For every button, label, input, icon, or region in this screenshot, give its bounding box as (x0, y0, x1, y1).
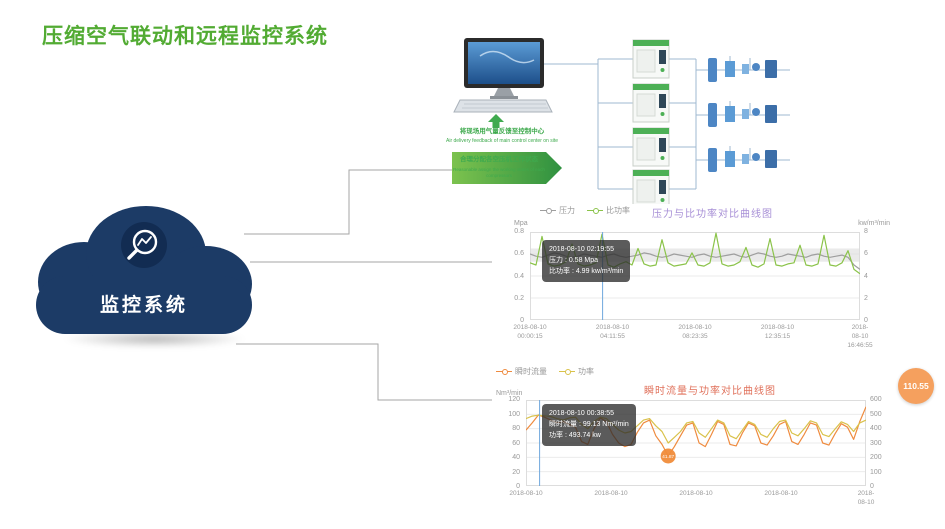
compressor-unit (632, 127, 670, 167)
monitoring-cloud: 监控系统 (26, 196, 296, 361)
cloud-label: 监控系统 (99, 295, 188, 316)
pipeline-unit (708, 101, 790, 127)
magnifier-chart-icon (121, 222, 167, 268)
peak-value-badge: 110.55 (898, 368, 934, 404)
legend-item-pressure[interactable]: 压力 (540, 205, 575, 216)
tooltip-time: 2018-08-10 02:19:55 (549, 246, 614, 253)
monitor-icon (464, 38, 544, 99)
tooltip-time: 2018-08-10 00:38:55 (549, 410, 614, 417)
tooltip-line: 比功率 : 4.99 kw/m³/min (549, 268, 624, 276)
legend-item-power[interactable]: 功率 (559, 366, 594, 377)
assign-banner-label-cn: 合理分配各空压机工作状态 (460, 156, 538, 163)
assign-banner (452, 152, 562, 184)
legend-item-specific-power[interactable]: 比功率 (587, 205, 630, 216)
compressor-unit (632, 169, 670, 209)
tooltip-line: 压力 : 0.58 Mpa (549, 257, 599, 265)
compressor-unit (632, 39, 670, 79)
equipment-diagram-graphic (452, 38, 790, 209)
svg-text:41.87: 41.87 (662, 454, 674, 460)
feedback-label-cn: 将现场用气量反馈至控制中心 (459, 128, 545, 135)
keyboard-icon (453, 99, 553, 113)
chart1-legend: 压力 比功率 (540, 205, 630, 216)
up-arrow-icon (488, 114, 504, 128)
page-title: 压缩空气联动和远程监控系统 (42, 25, 328, 48)
pipeline-unit (708, 146, 790, 172)
chart2-title: 瞬时流量与功率对比曲线图 (644, 386, 776, 397)
legend-label: 压力 (559, 206, 575, 215)
connection-lines (544, 58, 708, 190)
right-axis-unit: kw/m³/min (858, 220, 890, 227)
tooltip-line: 功率 : 493.74 kw (549, 432, 601, 440)
chart2-tooltip: 2018-08-10 00:38:55 瞬时流量 : 99.13 Nm³/min… (542, 404, 636, 446)
chart2-legend: 瞬时流量 功率 (496, 366, 594, 377)
line-marker-icon (540, 207, 556, 214)
chart1-title: 压力与比功率对比曲线图 (652, 209, 773, 220)
chart1-tooltip: 2018-08-10 02:19:55 压力 : 0.58 Mpa 比功率 : … (542, 240, 631, 282)
feedback-label-en: Air delivery feedback of main control ce… (446, 138, 558, 144)
line-marker-icon (587, 207, 603, 214)
tooltip-line: 瞬时流量 : 99.13 Nm³/min (549, 421, 629, 429)
legend-label: 比功率 (606, 206, 630, 215)
line-marker-icon (559, 368, 575, 375)
pipeline-unit (708, 56, 790, 82)
equipment-diagram: 将现场用气量反馈至控制中心 Air delivery feedback of m… (446, 12, 810, 212)
cloud-shadow (62, 330, 247, 348)
legend-label: 功率 (578, 367, 594, 376)
left-axis-unit: Nm³/min (496, 390, 523, 397)
legend-item-flow[interactable]: 瞬时流量 (496, 366, 547, 377)
compressor-unit (632, 83, 670, 123)
assign-banner-label-en: Reasonable assign the working states of … (453, 167, 545, 178)
legend-label: 瞬时流量 (515, 367, 547, 376)
left-axis-unit: Mpa (514, 220, 528, 227)
line-marker-icon (496, 368, 512, 375)
